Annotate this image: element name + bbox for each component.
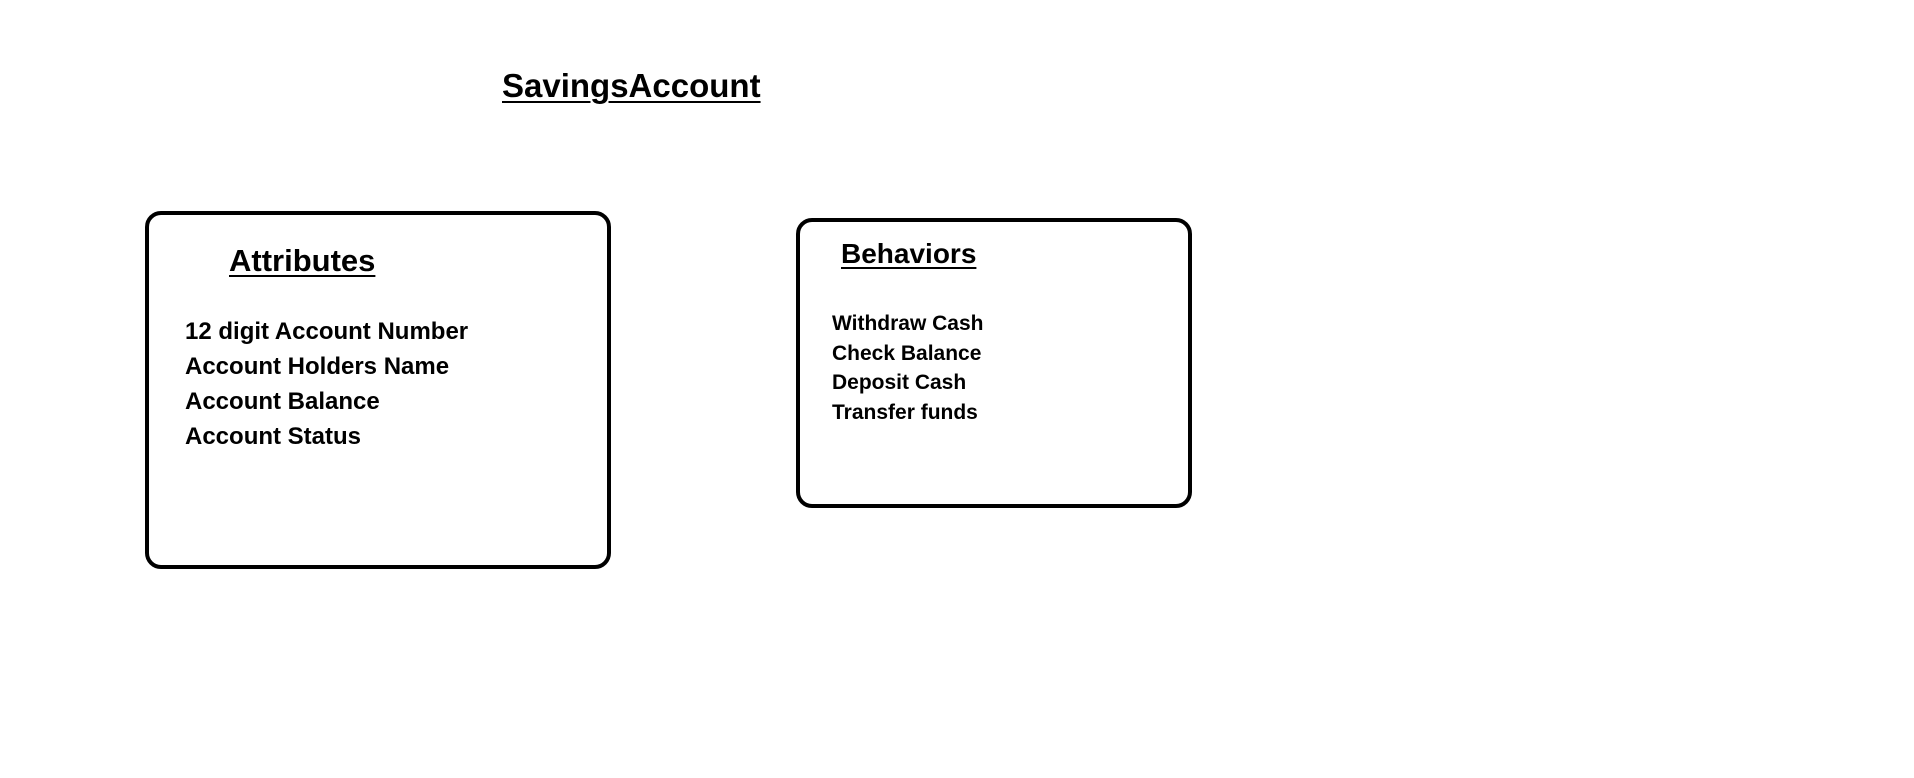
attributes-heading: Attributes — [229, 243, 376, 278]
behavior-item-transfer-funds: Transfer funds — [832, 400, 978, 424]
behavior-item-check-balance: Check Balance — [832, 341, 982, 365]
behavior-item-deposit-cash: Deposit Cash — [832, 371, 967, 394]
behaviors-list: Withdraw Cash Check Balance Deposit Cash… — [832, 309, 984, 427]
attribute-item-balance: Account Balance — [185, 388, 380, 415]
behavior-item-withdraw-cash: Withdraw Cash — [832, 312, 984, 335]
behaviors-box: Behaviors Withdraw Cash Check Balance De… — [796, 218, 1192, 508]
attribute-item-account-number: 12 digit Account Number — [185, 318, 469, 345]
attribute-item-holder-name: Account Holders Name — [185, 353, 450, 380]
attributes-box: Attributes 12 digit Account Number Accou… — [145, 211, 611, 569]
attributes-list: 12 digit Account Number Account Holders … — [185, 314, 468, 454]
behaviors-heading: Behaviors — [841, 238, 977, 269]
attribute-item-status: Account Status — [185, 423, 362, 450]
diagram-title: SavingsAccount — [502, 67, 761, 104]
